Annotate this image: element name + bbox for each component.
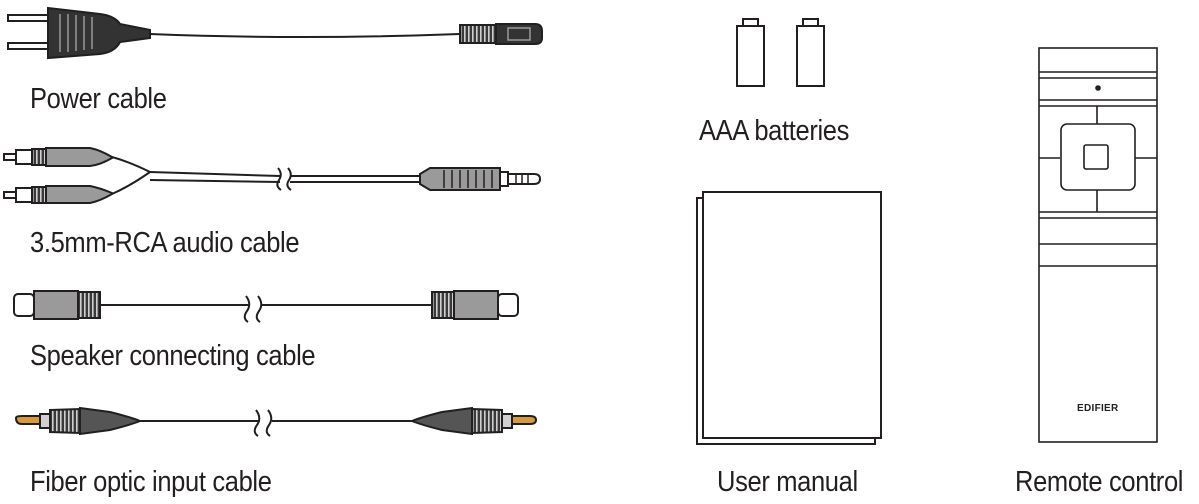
user-manual-label: User manual <box>717 466 858 498</box>
speaker-cable-icon <box>13 290 519 323</box>
power-cable-icon <box>7 6 543 60</box>
rca-cable-icon <box>3 147 542 204</box>
rca-cable-label: 3.5mm-RCA audio cable <box>30 227 300 259</box>
remote-control-label: Remote control <box>1015 466 1184 498</box>
battery-icon <box>736 18 825 87</box>
fiber-cable-label: Fiber optic input cable <box>30 466 272 498</box>
batteries-label: AAA batteries <box>699 115 850 147</box>
remote-control-icon <box>1038 47 1158 443</box>
user-manual-icon <box>696 191 882 445</box>
fiber-cable-icon <box>14 406 538 437</box>
speaker-cable-label: Speaker connecting cable <box>30 340 316 372</box>
power-cable-label: Power cable <box>30 83 167 115</box>
remote-brand-logo: EDIFIER <box>1077 403 1119 414</box>
